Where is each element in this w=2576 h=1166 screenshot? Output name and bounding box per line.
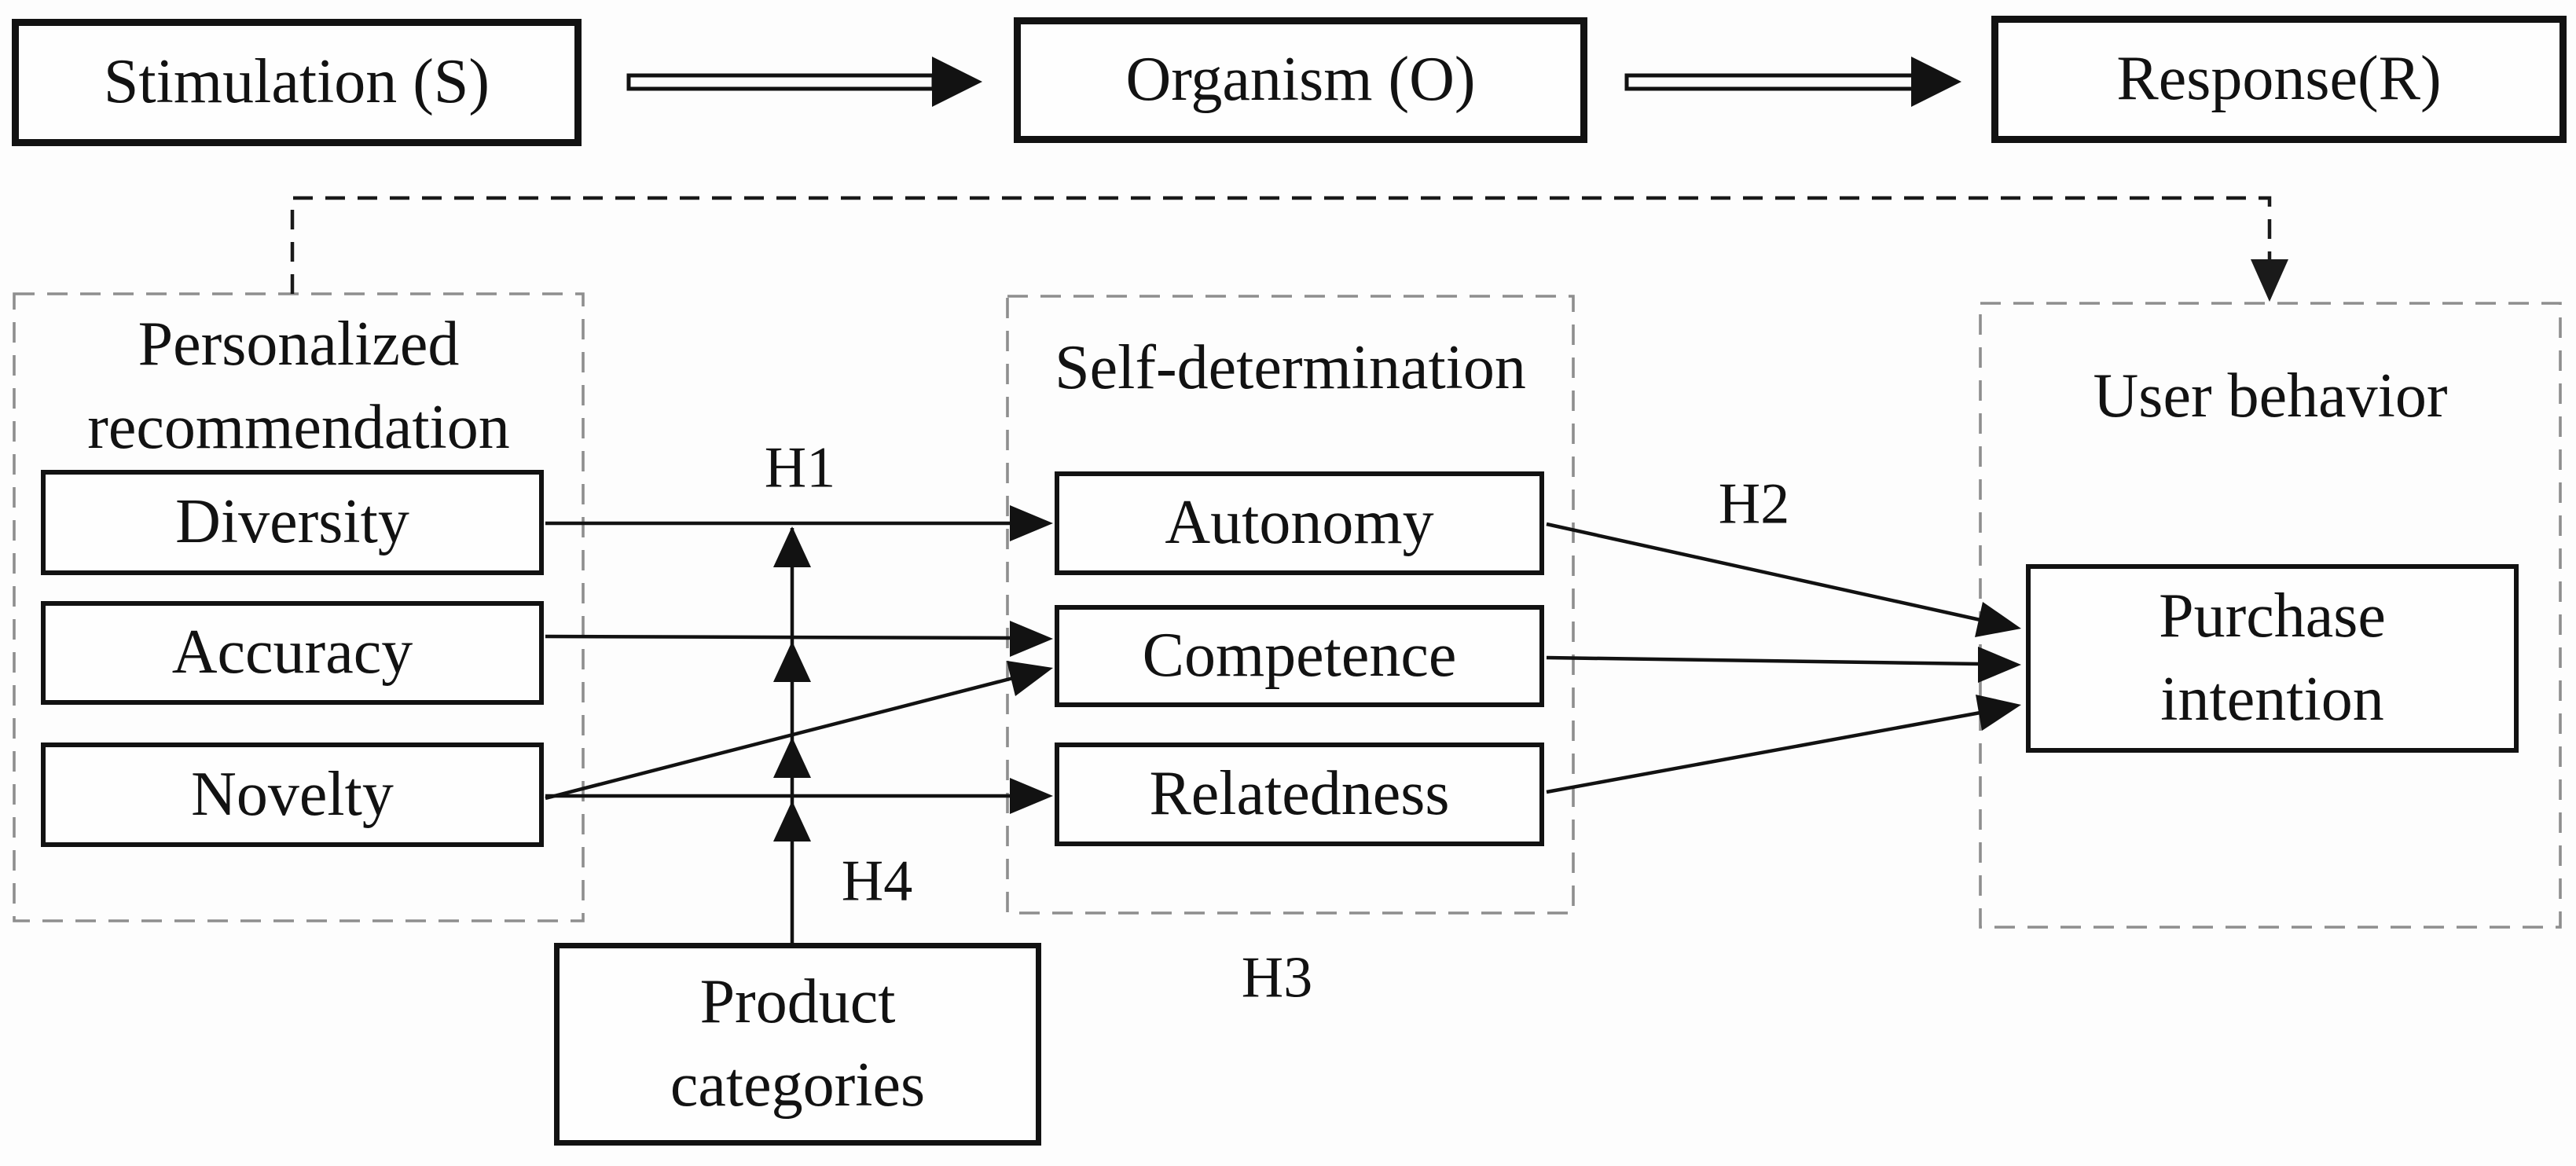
box-autonomy: Autonomy	[1055, 471, 1544, 575]
accuracy-label: Accuracy	[171, 618, 413, 688]
personalized-group-title: Personalized recommendation	[87, 310, 510, 462]
moderation-arrowhead-4	[773, 801, 811, 842]
label-h1: H1	[764, 435, 836, 500]
self-determination-group-border	[1006, 295, 1575, 915]
box-stimulation: Stimulation (S)	[12, 19, 582, 146]
moderation-arrowhead-1	[773, 526, 811, 567]
feedback-dashed-arrow	[290, 196, 2288, 302]
box-diversity: Diversity	[41, 470, 544, 575]
product-categories-label: Product categories	[670, 967, 926, 1120]
autonomy-label: Autonomy	[1165, 488, 1434, 558]
arrow-competence-purchase	[1546, 647, 2021, 683]
arrow-autonomy-purchase	[1546, 522, 2021, 637]
arrow-accuracy-competence	[545, 621, 1053, 657]
self-determination-group-title: Self-determination	[1055, 333, 1526, 402]
relatedness-label: Relatedness	[1149, 759, 1450, 829]
box-product-categories: Product categories	[554, 943, 1041, 1146]
label-h4: H4	[841, 849, 913, 914]
box-competence: Competence	[1055, 605, 1544, 707]
purchase-intention-label: Purchase intention	[2159, 581, 2386, 734]
feedback-arrowhead	[2251, 259, 2288, 302]
double-arrow-stimulation-organism	[626, 57, 982, 107]
response-label: Response(R)	[2116, 44, 2442, 114]
moderation-arrowhead-3	[773, 737, 811, 778]
solid-arrows	[545, 505, 2021, 943]
diversity-label: Diversity	[175, 487, 409, 557]
box-response: Response(R)	[1991, 16, 2567, 143]
double-arrow-organism-response	[1624, 57, 1961, 107]
moderation-arrowhead-2	[773, 641, 811, 682]
arrow-novelty-relatedness	[545, 778, 1053, 814]
arrow-product-categories-moderation	[773, 526, 811, 943]
box-novelty: Novelty	[41, 742, 544, 847]
stimulation-label: Stimulation (S)	[103, 47, 490, 117]
label-h3: H3	[1241, 945, 1313, 1010]
user-behavior-group-title: User behavior	[2093, 361, 2448, 431]
competence-label: Competence	[1142, 621, 1457, 691]
novelty-label: Novelty	[191, 759, 394, 829]
box-purchase-intention: Purchase intention	[2026, 564, 2519, 753]
arrow-diversity-autonomy	[545, 505, 1053, 541]
box-accuracy: Accuracy	[41, 601, 544, 705]
box-organism: Organism (O)	[1014, 17, 1587, 143]
personalized-group-border	[13, 292, 585, 922]
arrow-novelty-competence	[545, 661, 1053, 801]
label-h2: H2	[1718, 471, 1790, 537]
box-relatedness: Relatedness	[1055, 742, 1544, 846]
arrow-relatedness-purchase	[1546, 695, 2021, 794]
organism-label: Organism (O)	[1125, 45, 1476, 115]
